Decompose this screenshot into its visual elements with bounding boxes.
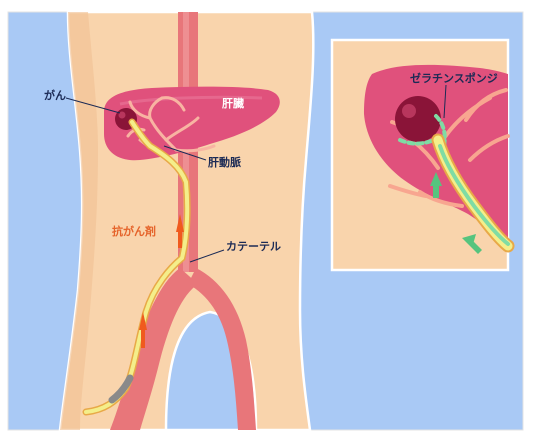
inset-tumor-highlight: [402, 104, 416, 118]
label-hepatic-artery: 肝動脈: [208, 155, 241, 169]
label-cancer: がん: [44, 88, 66, 102]
label-liver: 肝臓: [222, 96, 244, 110]
label-catheter: カテーテル: [226, 240, 281, 253]
label-anticancer-drug: 抗がん剤: [112, 224, 156, 238]
label-gelatin-sponge: ゼラチンスポンジ: [410, 71, 498, 85]
